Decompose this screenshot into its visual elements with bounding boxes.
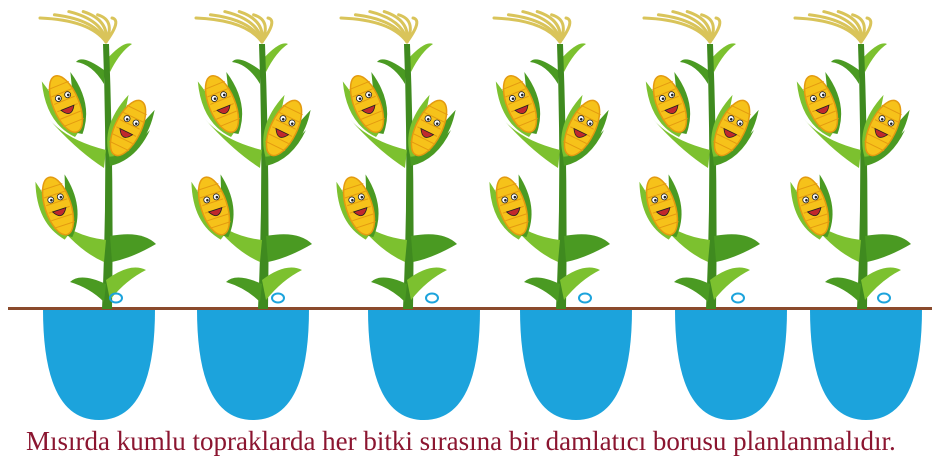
- wetting-bulb: [43, 309, 155, 420]
- wetting-bulb: [810, 309, 922, 420]
- caption: Mısırda kumlu topraklarda her bitki sıra…: [0, 421, 940, 461]
- drip-emitter-icon: [426, 294, 438, 303]
- drip-emitter-icon: [579, 294, 591, 303]
- corn-cob: [38, 69, 97, 142]
- drip-emitter-icon: [272, 294, 284, 303]
- wetting-bulb: [675, 309, 787, 420]
- corn-plant-icon: [786, 12, 913, 309]
- wetting-bulb: [197, 309, 309, 420]
- corn-cob: [492, 69, 551, 142]
- soil-surface-line: [8, 307, 932, 310]
- corn-cob: [642, 69, 701, 142]
- corn-plant-icon: [31, 12, 158, 309]
- drip-emitter-icon: [732, 294, 744, 303]
- wetting-bulb: [520, 309, 632, 420]
- corn-cob: [194, 69, 253, 142]
- corn-cob: [793, 69, 852, 142]
- drip-emitter-icon: [878, 294, 890, 303]
- corn-plant-icon: [332, 12, 459, 309]
- wetting-bulb: [368, 309, 480, 420]
- corn-plant-icon: [635, 12, 762, 309]
- corn-plant-icon: [485, 12, 612, 309]
- corn-cob: [339, 69, 398, 142]
- corn-plant-icon: [187, 12, 314, 309]
